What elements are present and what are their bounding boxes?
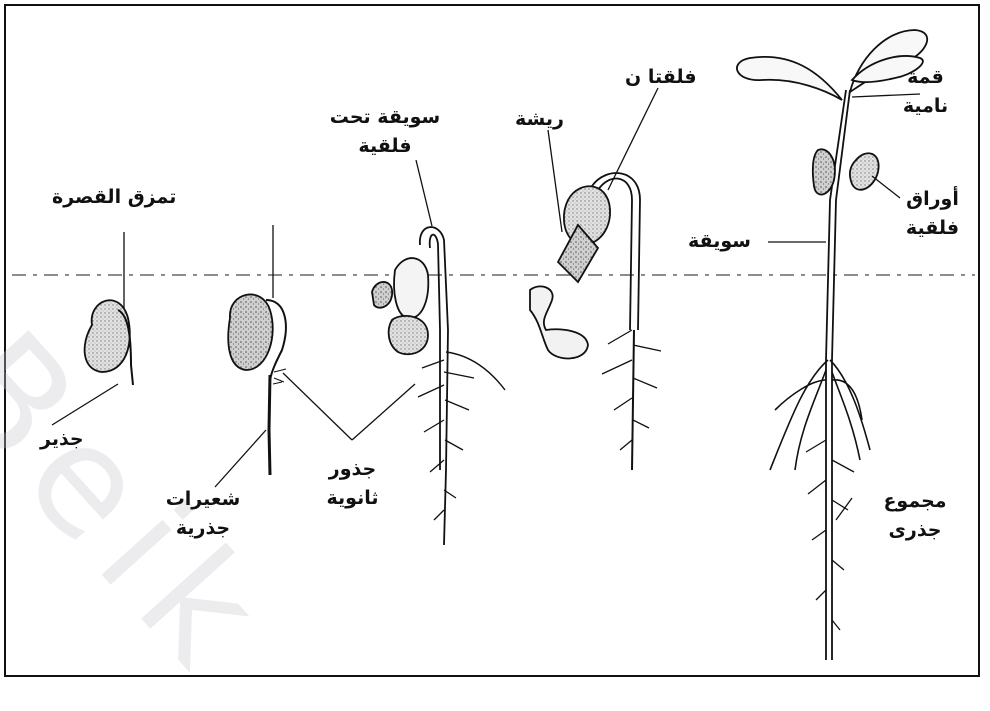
label-plumule: ريشة — [515, 105, 564, 134]
label-root-hairs-line2: جذرية — [148, 514, 258, 543]
stage-4-seedling — [530, 88, 661, 470]
stage-5-plant — [737, 30, 927, 660]
label-hypocotyl: سويقة تحت فلقية — [325, 103, 445, 162]
label-root-system-line1: مجموع — [865, 487, 965, 516]
label-cotyledon-leaves-line2: فلقية — [895, 214, 970, 243]
stage-1-seed — [52, 232, 133, 425]
label-cotyledon-leaves: أوراق فلقية — [895, 185, 970, 244]
label-growing-tip: قمة نامية — [883, 63, 968, 122]
label-secondary-roots-line2: ثانوية — [305, 484, 400, 513]
label-growing-tip-line1: قمة — [883, 63, 968, 92]
label-hypocotyl-line2: فلقية — [325, 132, 445, 161]
label-growing-tip-line2: نامية — [883, 92, 968, 121]
stage-2-seed — [215, 225, 352, 487]
label-hypocotyl-line1: سويقة تحت — [325, 103, 445, 132]
label-root-hairs: شعيرات جذرية — [148, 485, 258, 544]
label-secondary-roots-line1: جذور — [305, 455, 400, 484]
label-root-hairs-line1: شعيرات — [148, 485, 258, 514]
label-radicle: جذير — [40, 425, 84, 454]
label-secondary-roots: جذور ثانوية — [305, 455, 400, 514]
label-cotyledon-leaves-line1: أوراق — [895, 185, 970, 214]
label-root-system: مجموع جذرى — [865, 487, 965, 546]
label-cotyledons: فلقتا ن — [625, 63, 697, 92]
label-seed-coat-rupture: تمزق القصرة — [52, 183, 176, 212]
seed-germination-diagram: Beik — [0, 0, 990, 685]
label-root-system-line2: جذرى — [865, 516, 965, 545]
diagram-drawing — [0, 0, 990, 685]
label-stem: سويقة — [688, 227, 751, 256]
